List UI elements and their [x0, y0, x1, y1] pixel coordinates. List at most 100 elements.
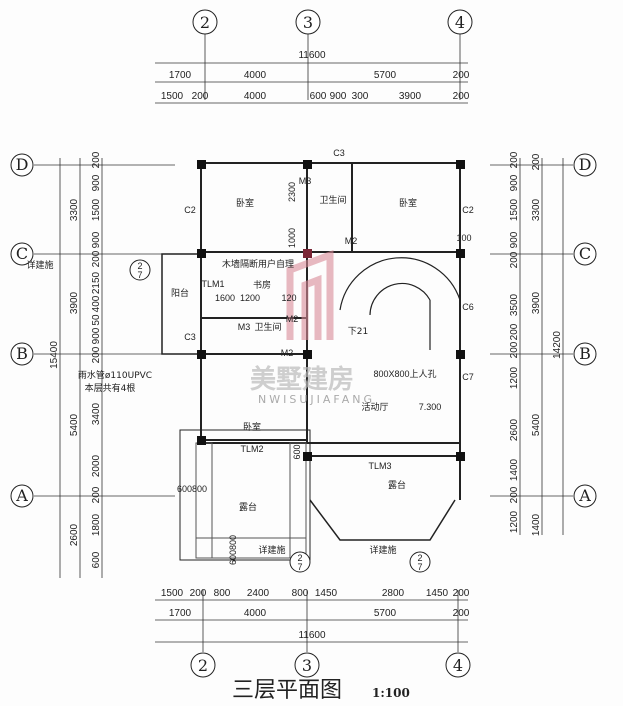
dimension-text: 900 — [509, 174, 520, 191]
callout-sheet: 7 — [137, 270, 142, 280]
callout-number: 2 — [417, 553, 422, 563]
axis-label: B — [579, 344, 591, 363]
dimension-text: 200 — [509, 151, 520, 168]
dimension-text: 14200 — [552, 331, 563, 359]
axis-label: C — [16, 244, 28, 263]
dimension-text: 2400 — [247, 588, 270, 599]
axis-label: B — [16, 344, 28, 363]
plan-annotation: 1200 — [240, 293, 260, 303]
dimension-text: 900 — [91, 327, 102, 344]
dimension-text: 1200 — [509, 510, 520, 533]
dimension-text: 5700 — [374, 608, 397, 619]
axis-label: D — [16, 155, 29, 174]
axis-bubble — [445, 652, 471, 678]
plan-annotation: C3 — [333, 148, 345, 158]
terrace-parapet — [195, 442, 307, 559]
plan-annotation: TLM2 — [240, 444, 263, 454]
dimension-text: 800 — [214, 588, 231, 599]
axis-bubble — [10, 242, 34, 266]
dimension-text: 5400 — [531, 413, 542, 436]
dimension-text: 200 — [509, 341, 520, 358]
dimension-text: 200 — [453, 608, 470, 619]
plan-annotation: 120 — [281, 293, 296, 303]
dimension-text: 3300 — [531, 198, 542, 221]
plan-annotation: M2 — [345, 236, 358, 246]
dimension-text: 2150 — [91, 271, 102, 294]
axis-bubble — [294, 652, 320, 678]
dimension-text: 600 — [310, 91, 327, 102]
plan-annotation: M2 — [286, 314, 299, 324]
room-label: 卫生间 — [254, 321, 281, 333]
dimension-text: 1450 — [426, 588, 449, 599]
dimension-text: 11600 — [298, 50, 326, 61]
dimension-text: 200 — [190, 588, 207, 599]
axis-label: C — [579, 244, 591, 263]
axis-label: D — [579, 155, 592, 174]
axis-bubble — [573, 153, 597, 177]
dimension-text: 900 — [509, 231, 520, 248]
axis-label: 3 — [302, 656, 312, 675]
dimension-text: 1200 — [509, 366, 520, 389]
room-label: 卧室 — [236, 197, 254, 209]
plan-annotation: C6 — [462, 302, 474, 312]
dimension-text: 1800 — [91, 513, 102, 536]
detail-callout — [129, 259, 151, 281]
plan-annotation: C2 — [462, 205, 474, 215]
detail-callout — [409, 551, 431, 573]
axis-bubble — [10, 484, 34, 508]
plan-annotation: M2 — [281, 348, 294, 358]
dimension-text: 3400 — [91, 402, 102, 425]
axis-label: 2 — [200, 13, 210, 32]
axis-bubble — [573, 242, 597, 266]
dimension-text: 900 — [91, 231, 102, 248]
plan-annotation: 详建施 — [258, 544, 285, 556]
axis-label: 4 — [455, 13, 465, 32]
plan-annotation: C2 — [184, 205, 196, 215]
dimension-text: 800 — [292, 588, 309, 599]
dimension-text: 11600 — [298, 630, 326, 641]
room-label: 卧室 — [243, 421, 261, 433]
callout-number: 2 — [297, 553, 302, 563]
plan-annotation: 600800 — [228, 535, 238, 565]
dimension-text: 1500 — [509, 198, 520, 221]
plan-annotation: C3 — [184, 332, 196, 342]
dimension-text: 200 — [509, 251, 520, 268]
dimension-text: 1500 — [91, 198, 102, 221]
plan-annotation: 雨水管ø110UPVC — [78, 369, 152, 381]
plan-annotation: 1600 — [215, 293, 235, 303]
axis-bubble — [190, 652, 216, 678]
room-label: 卫生间 — [319, 194, 346, 206]
callout-number: 2 — [137, 261, 142, 271]
dimension-text: 1700 — [169, 608, 192, 619]
dimension-text: 200 — [91, 151, 102, 168]
plan-annotation: 100 — [456, 233, 471, 243]
dimension-text: 200 — [91, 250, 102, 267]
plan-annotation: 7.300 — [419, 402, 442, 412]
structural-columns — [197, 160, 465, 461]
plan-annotation: M3 — [238, 322, 251, 332]
dimension-text: 3900 — [69, 291, 80, 314]
axis-label: 4 — [453, 656, 463, 675]
dimension-text: 200 — [192, 91, 209, 102]
dimension-text: 900 — [330, 91, 347, 102]
dimension-text: 4000 — [244, 91, 267, 102]
axis-bubble — [447, 9, 473, 35]
dimension-text: 2000 — [91, 454, 102, 477]
callout-sheet: 7 — [297, 562, 302, 572]
dimension-text: 200 — [531, 153, 542, 170]
dimension-text: 200 — [91, 486, 102, 503]
plan-annotation: 600 — [292, 444, 302, 459]
dimension-text: 5700 — [374, 70, 397, 81]
drawing-scale: 1:100 — [372, 686, 410, 700]
dimension-text: 15400 — [49, 341, 60, 369]
axis-label: A — [15, 486, 28, 505]
dimension-text: 200 — [453, 588, 470, 599]
dimension-text: 1400 — [509, 458, 520, 481]
plan-annotation: C7 — [462, 372, 474, 382]
dimension-text: 4000 — [244, 70, 267, 81]
plan-annotation: 800X800上人孔 — [373, 369, 436, 379]
plan-annotation: M3 — [299, 176, 312, 186]
